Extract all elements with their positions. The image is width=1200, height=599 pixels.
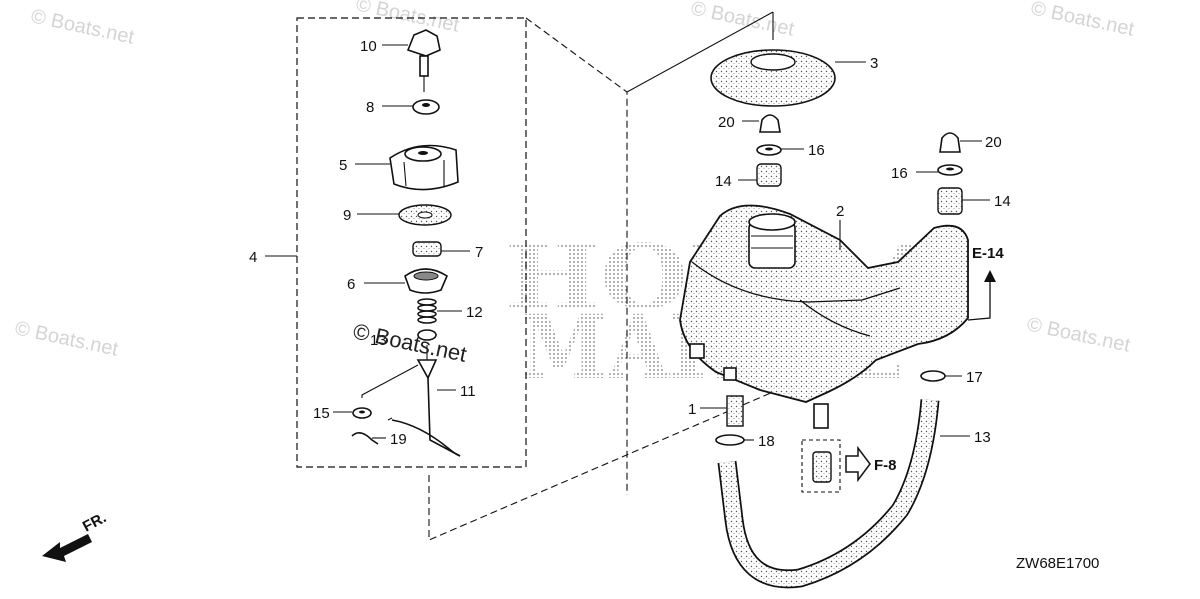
callout-20-right: 20	[985, 134, 1002, 151]
part-hose-clamp-right	[920, 370, 946, 382]
callout-6: 6	[347, 276, 355, 293]
part-gauge-washer	[352, 364, 419, 419]
assembly-leader-top	[626, 11, 774, 93]
callout-15: 15	[313, 405, 330, 422]
diagram-code: ZW68E1700	[1016, 555, 1099, 572]
callout-labels: 10 8 5 9 7 4 6 12 13 11 15 19 3 20 16 14…	[249, 38, 1011, 450]
callout-19: 19	[390, 431, 407, 448]
callout-20-left: 20	[718, 114, 735, 131]
callout-13-inner: 13	[370, 332, 387, 349]
assembly-frame	[296, 17, 527, 468]
watermark-top-right: © Boats.net	[1029, 0, 1137, 41]
callout-3: 3	[870, 55, 878, 72]
part-seal	[412, 241, 442, 257]
callout-16-left: 16	[808, 142, 825, 159]
callout-9: 9	[343, 207, 351, 224]
ref-connector-box	[801, 439, 871, 493]
part-spring	[417, 298, 437, 324]
part-nut-stack-left	[756, 114, 782, 187]
part-gauge-clip	[351, 432, 379, 445]
callout-8: 8	[366, 99, 374, 116]
callout-5: 5	[339, 157, 347, 174]
part-cap-gasket	[398, 204, 452, 226]
watermark-center: © Boats.net	[351, 318, 469, 366]
assembly-leader-lower	[428, 391, 774, 541]
part-inner-washer	[417, 329, 437, 341]
part-gauge-strap	[387, 345, 461, 457]
part-hose-clamp	[715, 434, 745, 446]
callout-1: 1	[688, 401, 696, 418]
callout-16-right: 16	[891, 165, 908, 182]
callout-14-left: 14	[715, 173, 732, 190]
part-cup	[404, 268, 449, 294]
callout-17: 17	[966, 369, 983, 386]
watermark-mid-left: © Boats.net	[13, 317, 121, 360]
part-vent-knob	[406, 29, 441, 92]
part-small-washer	[412, 99, 440, 115]
ref-arrow-e14	[967, 270, 996, 321]
part-nut-stack-right	[937, 132, 963, 215]
watermark-top-right-center: © Boats.net	[689, 0, 797, 41]
callout-leaders	[265, 44, 990, 441]
callout-12: 12	[466, 304, 483, 321]
part-fuel-filter	[726, 395, 744, 427]
callout-13: 13	[974, 429, 991, 446]
ref-f8-label: F-8	[874, 457, 897, 474]
callout-10: 10	[360, 38, 377, 55]
watermark-mid-right: © Boats.net	[1025, 313, 1133, 356]
part-fuel-tank	[679, 204, 969, 429]
front-label: FR.	[80, 509, 109, 535]
callout-18: 18	[758, 433, 775, 450]
watermark-top-left: © Boats.net	[29, 5, 137, 48]
callout-11: 11	[460, 383, 476, 400]
callout-7: 7	[475, 244, 483, 261]
callout-4: 4	[249, 249, 257, 266]
front-arrow-icon	[42, 534, 92, 562]
part-filler-cap	[389, 144, 459, 191]
callout-14-right: 14	[994, 193, 1011, 210]
ref-e14-label: E-14	[972, 245, 1004, 262]
part-mounting-ring	[710, 49, 836, 107]
part-fuel-hose	[717, 399, 940, 589]
callout-2: 2	[836, 203, 844, 220]
